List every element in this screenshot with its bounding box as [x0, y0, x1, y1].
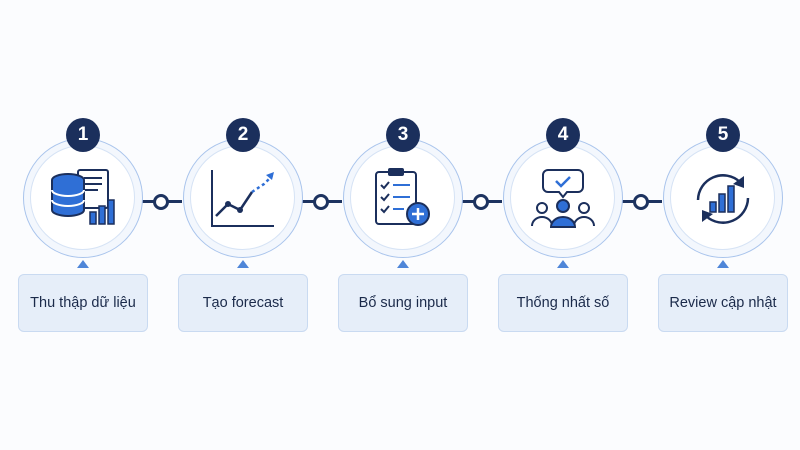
step-4: 4 Thống nhất số [498, 118, 628, 338]
connector-node [633, 194, 649, 210]
step-number-badge: 5 [706, 118, 740, 152]
connector [300, 194, 342, 210]
step-icon-circle [183, 138, 303, 258]
pointer-arrow [77, 260, 89, 268]
connector-node [473, 194, 489, 210]
step-number-badge: 4 [546, 118, 580, 152]
step-3: 3 Bổ sung input [338, 118, 468, 338]
pointer-arrow [397, 260, 409, 268]
database-report-icon [51, 169, 115, 225]
connector [460, 194, 502, 210]
connector [620, 194, 662, 210]
step-5: 5 Review cập nhật [658, 118, 788, 338]
step-icon-circle [663, 138, 783, 258]
pointer-arrow [557, 260, 569, 268]
connector [140, 194, 182, 210]
step-icon-circle [503, 138, 623, 258]
connector-node [153, 194, 169, 210]
step-1: 1 [18, 118, 148, 338]
step-number-badge: 1 [66, 118, 100, 152]
step-label: Review cập nhật [658, 274, 788, 332]
step-label: Thống nhất số [498, 274, 628, 332]
team-agreement-icon [531, 169, 595, 228]
step-icon-circle [343, 138, 463, 258]
step-label: Thu thập dữ liệu [18, 274, 148, 332]
refresh-chart-icon [696, 174, 750, 224]
step-2: 2 Tạo forecast [178, 118, 308, 338]
step-label: Bổ sung input [338, 274, 468, 332]
step-label: Tạo forecast [178, 274, 308, 332]
step-number-badge: 2 [226, 118, 260, 152]
pointer-arrow [717, 260, 729, 268]
connector-node [313, 194, 329, 210]
checklist-add-icon [375, 168, 430, 226]
pointer-arrow [237, 260, 249, 268]
step-icon-circle [23, 138, 143, 258]
forecast-line-chart-icon [211, 170, 274, 227]
step-number-badge: 3 [386, 118, 420, 152]
